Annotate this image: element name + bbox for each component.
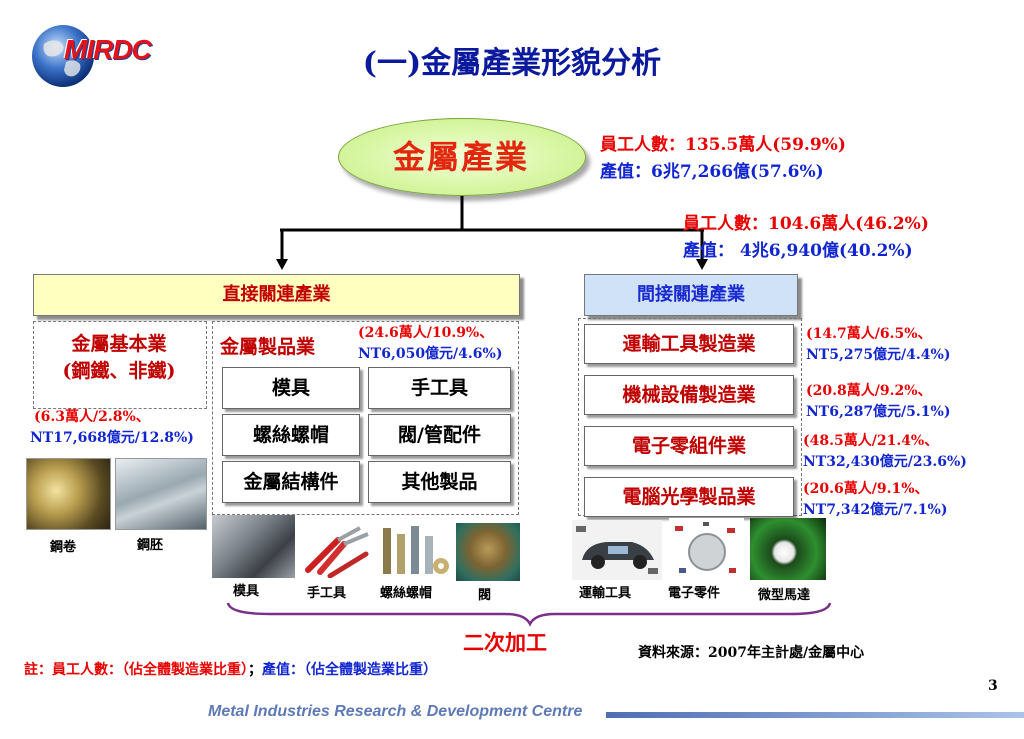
product-item-structure: 金屬結構件 xyxy=(222,461,360,503)
indirect-stat-machinery-1: (20.8萬人/9.2%、 xyxy=(806,383,932,399)
indirect-stat-computer-1: (20.6萬人/9.1%、 xyxy=(803,481,929,497)
basic-metal-label: 金屬基本業 (鋼鐵、非鐵) xyxy=(33,331,205,385)
product-item-screws: 螺絲螺帽 xyxy=(222,414,360,456)
data-source: 資料來源：2007年主計處/金屬中心 xyxy=(638,645,865,661)
indirect-stat-machinery-2: NT6,287億元/5.1%) xyxy=(806,404,951,420)
indirect-item-transport: 運輸工具製造業 xyxy=(584,324,794,364)
footnote-output: 產值：（佔全體製造業比重） xyxy=(262,662,437,678)
caption-valve: 閥 xyxy=(478,588,492,603)
indirect-item-computer: 電腦光學製品業 xyxy=(584,477,794,517)
caption-transport: 運輸工具 xyxy=(579,586,632,601)
micro-motor-image xyxy=(750,518,826,580)
indirect-stat-computer-2: NT7,342億元/7.1%) xyxy=(803,502,948,518)
valve-image xyxy=(456,523,520,581)
indirect-stat-transport-1: (14.7萬人/6.5%、 xyxy=(806,326,932,342)
basic-metal-label-line1: 金屬基本業 xyxy=(71,333,167,355)
caption-coil: 鋼卷 xyxy=(50,540,77,555)
indirect-item-machinery: 機械設備製造業 xyxy=(584,375,794,415)
indirect-item-electronic: 電子零組件業 xyxy=(584,426,794,466)
footnote-employees: 註：員工人數：（佔全體製造業比重） xyxy=(24,662,248,678)
mirdc-logo: MIRDC xyxy=(30,18,190,93)
transport-image xyxy=(572,520,662,580)
basic-metal-box xyxy=(33,321,207,409)
steel-slab-image xyxy=(115,458,207,530)
page-number: 3 xyxy=(988,678,998,694)
root-node-label: 金屬產業 xyxy=(392,138,529,176)
metal-products-box xyxy=(212,321,519,515)
footer-org-name: Metal Industries Research & Development … xyxy=(208,703,583,720)
indirect-stat-transport-2: NT5,275億元/4.4%) xyxy=(806,347,951,363)
caption-electronic: 電子零件 xyxy=(668,586,721,601)
product-item-other: 其他製品 xyxy=(368,461,511,503)
caption-hand-tool: 手工具 xyxy=(307,586,347,601)
screws-image xyxy=(377,520,453,582)
metal-products-label: 金屬製品業 xyxy=(220,336,316,358)
mold-image xyxy=(212,515,295,578)
electronic-parts-image xyxy=(669,518,744,582)
footnote-separator: ； xyxy=(248,662,262,678)
root-node-ellipse xyxy=(338,118,586,196)
direct-industry-header: 直接關連產業 xyxy=(33,274,520,316)
indirect-stat-electronic-1: (48.5萬人/21.4%、 xyxy=(803,433,939,449)
product-item-mold: 模具 xyxy=(222,367,360,409)
steel-coil-image xyxy=(26,458,111,530)
product-item-valve: 閥/管配件 xyxy=(368,414,511,456)
basic-metal-stat-1: (6.3萬人/2.8%、 xyxy=(34,409,150,425)
globe-icon xyxy=(32,25,94,87)
caption-mold: 模具 xyxy=(233,584,260,599)
indirect-employees-stat: 員工人數：104.6萬人(46.2%) xyxy=(683,214,929,234)
caption-slab: 鋼胚 xyxy=(137,538,164,553)
caption-motor: 微型馬達 xyxy=(758,588,811,603)
basic-metal-label-line2: (鋼鐵、非鐵) xyxy=(62,360,176,382)
footnote: 註：員工人數：（佔全體製造業比重）；產值：（佔全體製造業比重） xyxy=(24,659,437,679)
root-employees-stat: 員工人數：135.5萬人(59.9%) xyxy=(600,135,846,155)
metal-products-stat-1: (24.6萬人/10.9%、 xyxy=(358,325,494,341)
metal-products-stat-2: NT6,050億元/4.6%) xyxy=(358,346,503,362)
logo-text: MIRDC xyxy=(64,34,152,65)
footer-bar xyxy=(606,712,1024,718)
hand-tool-image xyxy=(300,520,375,579)
basic-metal-stat-2: NT17,668億元/12.8%) xyxy=(30,430,194,446)
caption-screws: 螺絲螺帽 xyxy=(380,586,433,601)
indirect-stat-electronic-2: NT32,430億元/23.6%) xyxy=(803,454,967,470)
secondary-processing-label: 二次加工 xyxy=(463,630,547,655)
product-item-hand-tool: 手工具 xyxy=(368,367,511,409)
page-title: (一)金屬產業形貌分析 xyxy=(362,46,662,81)
indirect-output-stat: 產值： 4兆6,940億(40.2%) xyxy=(683,241,913,261)
indirect-industry-header: 間接關連產業 xyxy=(584,274,798,316)
root-output-stat: 產值：6兆7,266億(57.6%) xyxy=(600,162,824,182)
